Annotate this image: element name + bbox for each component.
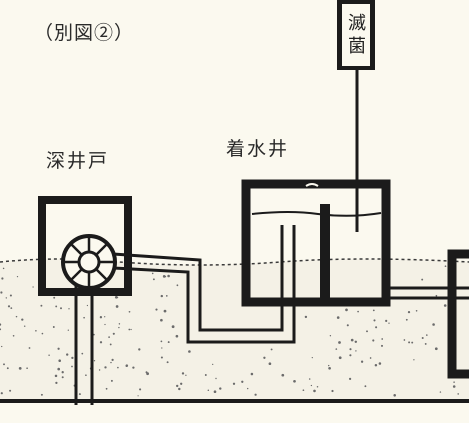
basin-water-surface <box>251 211 382 217</box>
figure-label: （別図②） <box>34 22 135 44</box>
basin-wave-mark <box>305 183 319 187</box>
well-label: 深井戸 <box>46 150 110 172</box>
pump-icon <box>61 234 117 290</box>
disinfection-label: 滅 菌 <box>342 2 372 68</box>
basin-divider <box>320 204 330 302</box>
next-tank-edge <box>447 249 469 379</box>
disinfection-label-line-1: 滅 <box>348 13 366 34</box>
disinfection-label-line-2: 菌 <box>348 36 366 57</box>
well-housing <box>38 196 132 296</box>
disinfection-box-inner <box>342 4 370 66</box>
transfer-pipe-top <box>112 225 284 332</box>
ground-surface-line <box>0 258 469 266</box>
receiving-basin-label: 着水井 <box>226 138 290 160</box>
